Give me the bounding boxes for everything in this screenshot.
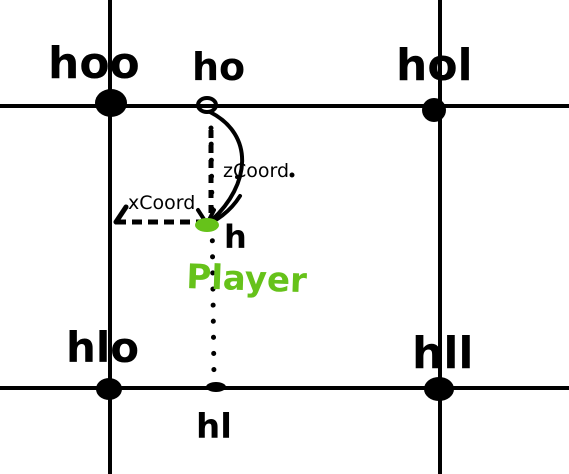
- xcoord-arrow-tick: [113, 204, 129, 225]
- label-h10: hlo: [66, 323, 139, 372]
- label-xcoord: xCoord: [128, 192, 195, 214]
- vertical-dotted-line: [208, 125, 217, 381]
- label-h01: hol: [396, 40, 473, 91]
- node-h11: [424, 377, 454, 401]
- node-h0: [196, 96, 218, 114]
- zcoord-inner-dot: [235, 175, 239, 179]
- node-h01: [422, 98, 446, 122]
- node-h00: [95, 89, 127, 117]
- label-h: h: [224, 218, 247, 256]
- label-player: Player: [186, 257, 308, 301]
- label-h0: ho: [192, 45, 245, 89]
- zcoord-curve-arrow: [208, 110, 245, 222]
- node-h1: [206, 382, 226, 392]
- node-h10: [96, 378, 122, 400]
- label-zcoord: zCoord: [223, 160, 289, 182]
- label-h00: hoo: [48, 38, 140, 89]
- zcoord-dot: [289, 172, 295, 178]
- label-h11: hll: [412, 328, 474, 379]
- player-marker: [195, 218, 219, 232]
- label-h1: hl: [196, 407, 232, 447]
